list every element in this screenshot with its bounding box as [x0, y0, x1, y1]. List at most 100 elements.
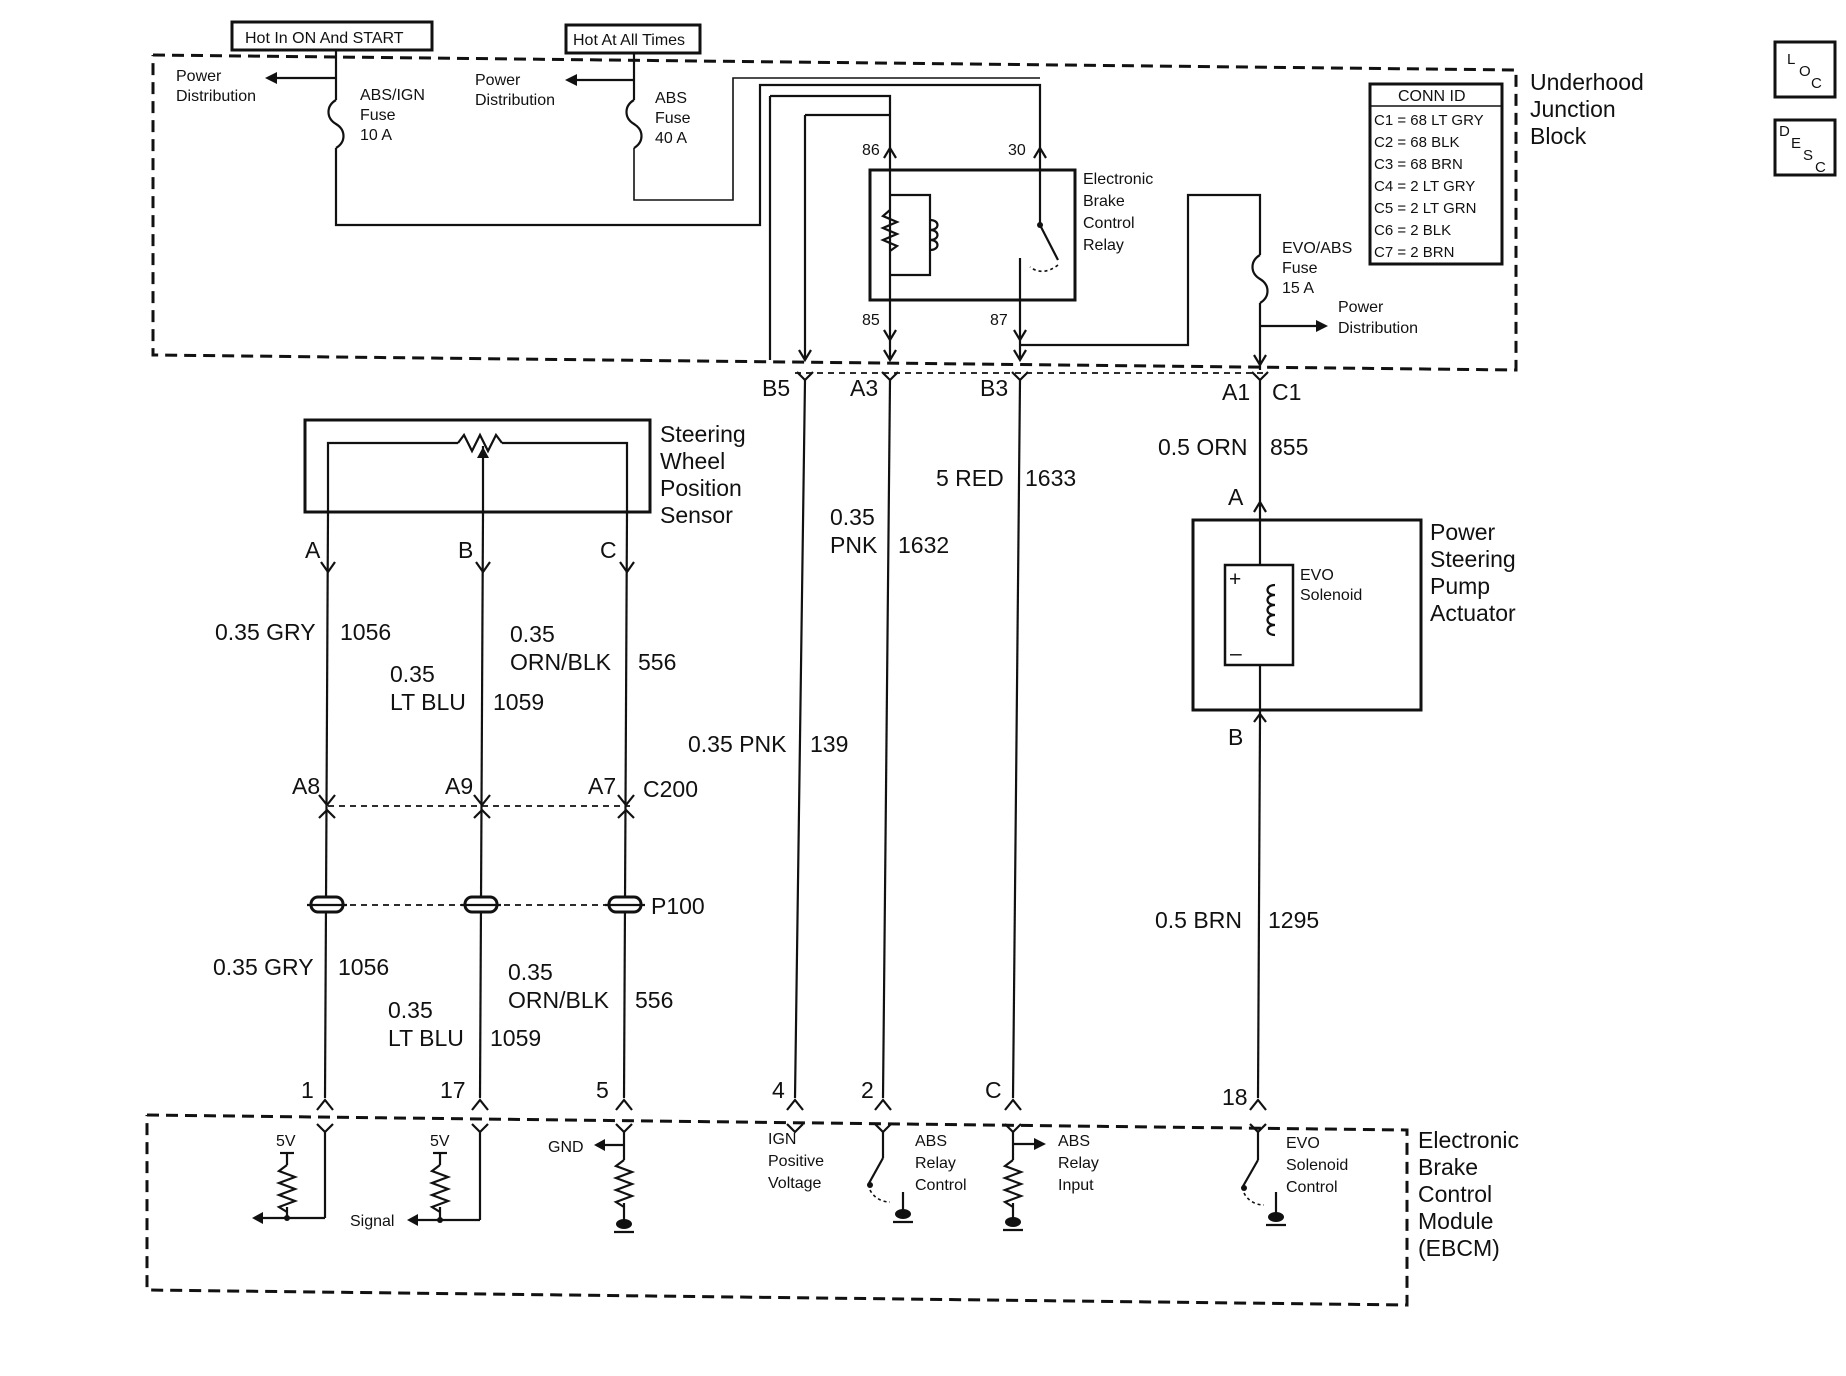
svg-text:Control: Control	[1418, 1181, 1492, 1207]
wire-556-bottom: 0.35 ORN/BLK 556	[508, 959, 673, 1013]
svg-text:CONN ID: CONN ID	[1398, 88, 1466, 105]
conn-id-table: CONN ID C1 = 68 LT GRY C2 = 68 BLK C3 = …	[1368, 82, 1504, 266]
svg-text:1056: 1056	[338, 954, 389, 980]
svg-text:A3: A3	[850, 375, 878, 401]
svg-text:C: C	[985, 1077, 1002, 1103]
svg-text:C: C	[1815, 159, 1826, 176]
junction-block-title: Underhood Junction Block	[1530, 69, 1644, 149]
ebcm-pin5-gnd-circuit: GND	[548, 1132, 636, 1234]
svg-text:Module: Module	[1418, 1208, 1493, 1234]
svg-text:LT BLU: LT BLU	[388, 1025, 464, 1051]
evo-abs-fuse: EVO/ABS Fuse 15 A Power Distribution	[1251, 240, 1418, 370]
hot-all-times-label: Hot At All Times	[573, 32, 685, 49]
svg-text:556: 556	[638, 649, 676, 675]
svg-text:Junction: Junction	[1530, 96, 1616, 122]
svg-text:1633: 1633	[1025, 465, 1076, 491]
svg-text:5V: 5V	[276, 1133, 296, 1150]
hot-all-times-box: Hot At All Times	[564, 23, 702, 55]
desc-button[interactable]: D E S C	[1773, 118, 1837, 177]
svg-text:1632: 1632	[898, 532, 949, 558]
svg-text:C7 = 2 BRN: C7 = 2 BRN	[1374, 244, 1454, 261]
svg-text:EVO: EVO	[1286, 1135, 1320, 1152]
ebcm-pin1-circuit: 5V	[252, 1132, 327, 1224]
loc-button[interactable]: L O C	[1773, 40, 1837, 99]
svg-text:C2 = 68 BLK: C2 = 68 BLK	[1374, 134, 1459, 151]
ebcm-pin4-ign: IGN Positive Voltage	[768, 1131, 824, 1192]
svg-text:0.35: 0.35	[388, 997, 433, 1023]
svg-text:10 A: 10 A	[360, 127, 392, 144]
svg-text:L: L	[1787, 51, 1795, 68]
svg-text:ABS: ABS	[655, 90, 687, 107]
ebcm-pinc-abs-relay-input: ABS Relay Input	[1001, 1132, 1099, 1232]
svg-text:S: S	[1803, 147, 1813, 164]
svg-text:0.35: 0.35	[510, 621, 555, 647]
svg-text:4: 4	[772, 1077, 785, 1103]
steering-wheel-position-sensor: Steering Wheel Position Sensor	[303, 418, 746, 528]
svg-text:Sensor: Sensor	[660, 502, 733, 528]
svg-text:A: A	[1228, 484, 1244, 510]
svg-text:0.35: 0.35	[390, 661, 435, 687]
svg-text:Signal: Signal	[350, 1213, 394, 1230]
svg-text:Actuator: Actuator	[1430, 600, 1516, 626]
svg-text:E: E	[1791, 135, 1801, 152]
svg-text:Control: Control	[915, 1177, 967, 1194]
svg-text:Steering: Steering	[1430, 546, 1516, 572]
svg-text:Electronic: Electronic	[1418, 1127, 1519, 1153]
svg-text:5 RED: 5 RED	[936, 465, 1004, 491]
svg-text:C: C	[1811, 75, 1822, 92]
svg-text:0.5 ORN: 0.5 ORN	[1158, 434, 1247, 460]
svg-text:C200: C200	[643, 776, 698, 802]
power-steering-pump-actuator: A + – EVO Solenoid Power Steering Pump A…	[1191, 484, 1516, 750]
svg-text:PNK: PNK	[830, 532, 878, 558]
svg-text:Brake: Brake	[1418, 1154, 1478, 1180]
svg-text:Power: Power	[475, 72, 521, 89]
svg-text:Distribution: Distribution	[1338, 320, 1418, 337]
svg-text:Pump: Pump	[1430, 573, 1490, 599]
svg-text:ABS/IGN: ABS/IGN	[360, 87, 425, 104]
svg-text:EVO/ABS: EVO/ABS	[1282, 240, 1352, 257]
svg-text:C6 = 2 BLK: C6 = 2 BLK	[1374, 222, 1451, 239]
wire-1056-bottom: 0.35 GRY 1056	[213, 954, 389, 980]
svg-text:B3: B3	[980, 375, 1008, 401]
wire-139: 0.35 PNK 139	[688, 731, 848, 757]
svg-text:0.5 BRN: 0.5 BRN	[1155, 907, 1242, 933]
svg-text:C1: C1	[1272, 379, 1301, 405]
svg-text:Power: Power	[1430, 519, 1496, 545]
svg-text:1: 1	[301, 1077, 314, 1103]
svg-text:15 A: 15 A	[1282, 280, 1314, 297]
svg-text:Fuse: Fuse	[655, 110, 691, 127]
svg-text:Power: Power	[176, 68, 222, 85]
svg-text:Fuse: Fuse	[1282, 260, 1318, 277]
svg-text:0.35 GRY: 0.35 GRY	[213, 954, 314, 980]
svg-text:Distribution: Distribution	[176, 88, 256, 105]
svg-text:1059: 1059	[493, 689, 544, 715]
svg-text:O: O	[1799, 63, 1811, 80]
svg-text:ABS: ABS	[1058, 1133, 1090, 1150]
svg-text:LT BLU: LT BLU	[390, 689, 466, 715]
svg-text:556: 556	[635, 987, 673, 1013]
svg-text:17: 17	[440, 1077, 466, 1103]
svg-text:1059: 1059	[490, 1025, 541, 1051]
wire-855: 0.5 ORN 855	[1158, 434, 1308, 460]
svg-text:855: 855	[1270, 434, 1308, 460]
svg-text:Input: Input	[1058, 1177, 1094, 1194]
svg-text:C5 = 2 LT GRN: C5 = 2 LT GRN	[1374, 200, 1476, 217]
ebcm-pin18-evo-solenoid-control: EVO Solenoid Control	[1241, 1132, 1348, 1227]
svg-text:85: 85	[862, 312, 880, 329]
ebcm-pin2-abs-relay-control: ABS Relay Control	[867, 1132, 967, 1224]
svg-text:Control: Control	[1083, 215, 1135, 232]
svg-text:40 A: 40 A	[655, 130, 687, 147]
hot-on-start-box: Hot In ON And START	[230, 20, 434, 52]
hot-on-start-label: Hot In ON And START	[245, 30, 404, 47]
wire-1632: 0.35 PNK 1632	[830, 504, 949, 558]
svg-text:0.35: 0.35	[830, 504, 875, 530]
svg-text:ORN/BLK: ORN/BLK	[508, 987, 610, 1013]
svg-text:Position: Position	[660, 475, 742, 501]
svg-text:A9: A9	[445, 773, 473, 799]
svg-text:Electronic: Electronic	[1083, 171, 1153, 188]
svg-text:Relay: Relay	[915, 1155, 956, 1172]
svg-text:Solenoid: Solenoid	[1300, 587, 1362, 604]
sensor-pin-b: B	[458, 537, 473, 563]
wire-1295: 0.5 BRN 1295	[1155, 907, 1319, 933]
